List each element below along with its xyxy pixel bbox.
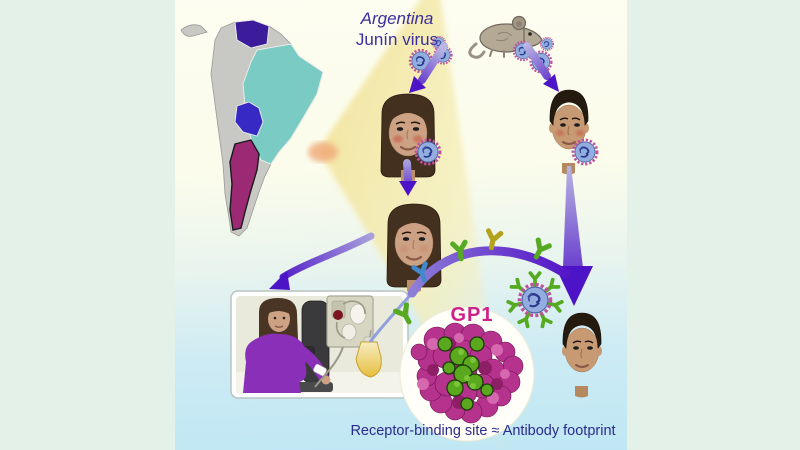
figure-caption: Receptor-binding site ≈ Antibody footpri…	[350, 423, 616, 439]
map-venezuela	[234, 19, 270, 49]
arrow-patient-treatment	[555, 166, 593, 306]
arrow-plasma-donation	[269, 232, 375, 290]
map-bolivia	[234, 101, 264, 137]
plasma-donor	[243, 298, 331, 393]
map-argentina	[229, 139, 260, 231]
gp1-structure	[399, 306, 535, 442]
country-label: Argentina	[360, 9, 434, 28]
treated-man-face	[561, 312, 603, 399]
arrow-rodent-to-man	[523, 42, 559, 92]
virus-name-label: Junín virus	[355, 30, 439, 49]
plasma-transfusion-box	[230, 290, 409, 399]
neutralized-virus-icon	[505, 270, 565, 330]
gp1-label: GP1	[450, 304, 494, 326]
arrow-disease-course	[399, 159, 417, 196]
virus-title: Argentina Junín virus	[341, 8, 453, 50]
virus-on-man-icon	[571, 138, 599, 166]
recovered-woman-face	[385, 202, 443, 294]
arrow-rodent-to-woman	[409, 42, 448, 93]
graphical-abstract: Argentina Junín virus GP1 Receptor-bindi…	[175, 0, 627, 450]
gp1-protein-surface	[410, 322, 524, 424]
plasma-bag-icon	[355, 336, 382, 378]
apheresis-machine	[314, 295, 374, 388]
abstract-illustration	[180, 0, 603, 450]
south-america-map	[180, 19, 324, 237]
